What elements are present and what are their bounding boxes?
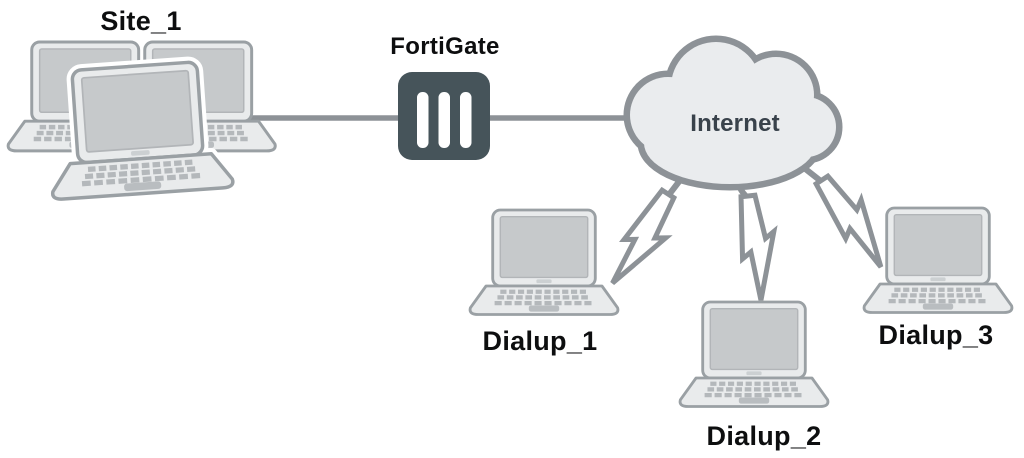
dialup1-laptop-icon — [470, 210, 618, 315]
dialup3-label: Dialup_3 — [878, 320, 994, 350]
fortigate-label: FortiGate — [390, 33, 500, 60]
dialup2-laptop-icon — [680, 302, 828, 407]
site1-label: Site_1 — [100, 6, 182, 36]
lightning-bolt-dialup1-icon — [601, 187, 687, 294]
internet-cloud-icon — [623, 35, 843, 191]
dialup3-laptop-icon — [864, 208, 1012, 313]
dialup1-label: Dialup_1 — [482, 326, 598, 356]
internet-label: Internet — [690, 110, 780, 137]
dialup2-label: Dialup_2 — [706, 421, 822, 451]
fortigate-icon — [398, 72, 490, 160]
lightning-bolt-dialup3-icon — [812, 168, 898, 275]
lightning-bolt-dialup2-icon — [736, 194, 781, 302]
